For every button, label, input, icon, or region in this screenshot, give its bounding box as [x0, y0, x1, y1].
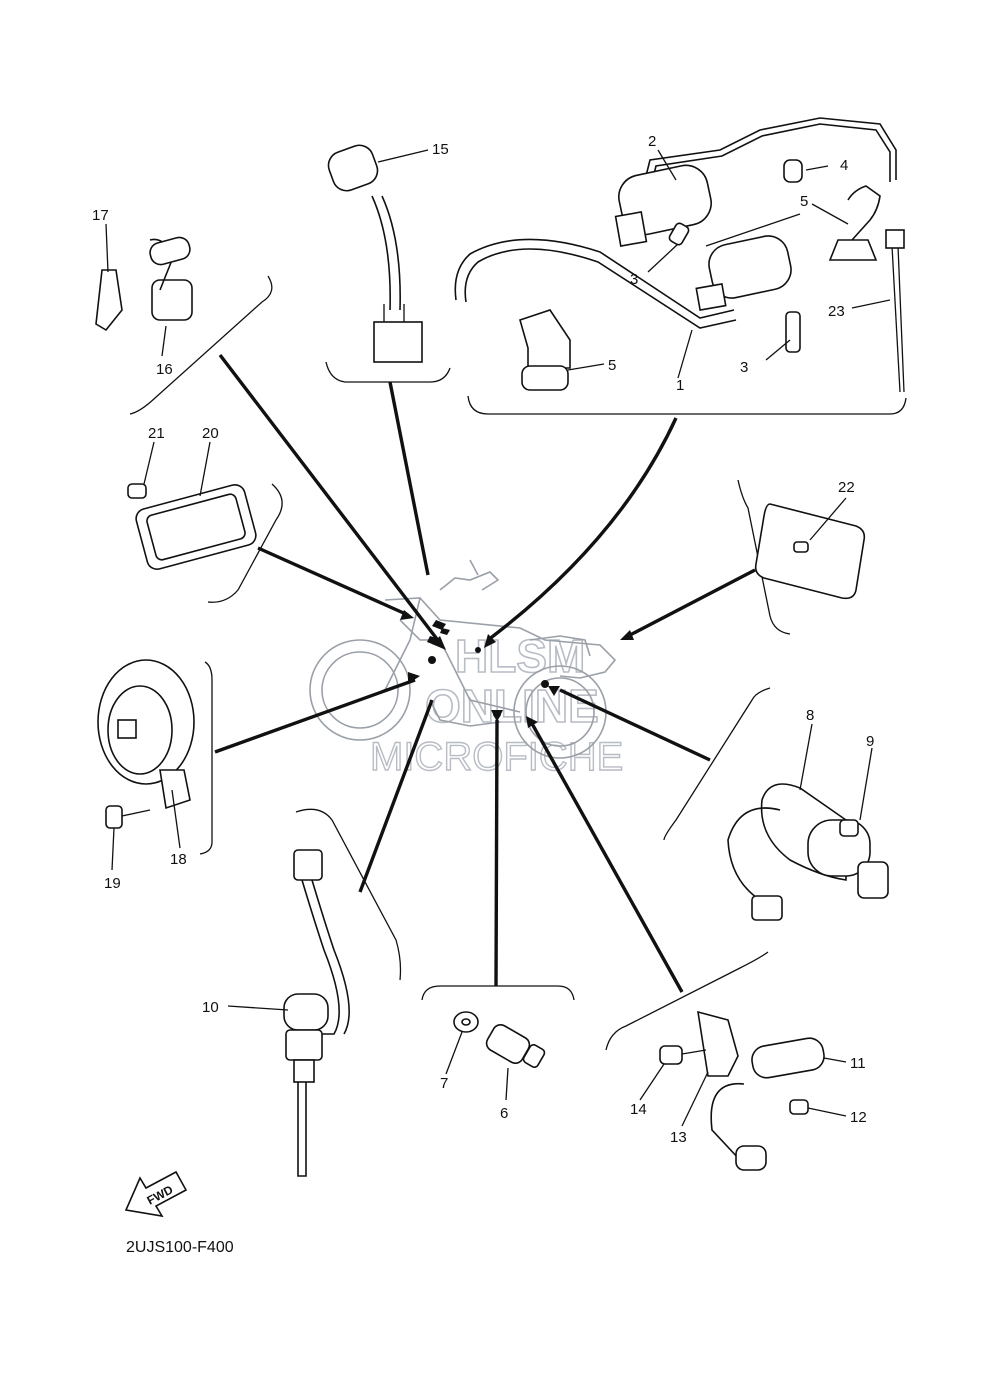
- callout-3-upper: 3: [630, 271, 638, 288]
- callout-6: 6: [500, 1105, 508, 1122]
- callout-19: 19: [104, 875, 121, 892]
- callout-numbers: 1 2 3 3 4 5 5 6 7 8 9 10 11 12 13 14 15 …: [92, 133, 874, 1146]
- callout-23: 23: [828, 303, 845, 320]
- callout-13: 13: [670, 1129, 687, 1146]
- brake-switch-15: [327, 144, 423, 363]
- callout-21: 21: [148, 425, 165, 442]
- diagram-code: 2UJS100-F400: [126, 1239, 234, 1256]
- callout-5-lower: 5: [608, 357, 616, 374]
- callout-9: 9: [866, 733, 874, 750]
- fwd-arrow-icon: FWD: [124, 1170, 188, 1218]
- switch-6-7: [453, 1011, 546, 1068]
- callout-2: 2: [648, 133, 656, 150]
- callout-20: 20: [202, 425, 219, 442]
- callout-17: 17: [92, 207, 109, 224]
- switch-11-14: [659, 1010, 825, 1171]
- callout-leaders: [105, 149, 891, 1127]
- callout-10: 10: [202, 999, 219, 1016]
- reflector-20-21: [127, 483, 257, 570]
- callout-8: 8: [806, 707, 814, 724]
- leader-lines: [129, 275, 907, 1051]
- callout-14: 14: [630, 1101, 647, 1118]
- main-switch-8-9: [727, 783, 889, 921]
- relay-16-17: [95, 236, 193, 332]
- watermark-line2: ONLINE: [425, 680, 599, 732]
- callout-22: 22: [838, 479, 855, 496]
- ignition-coil-assembly: [454, 117, 905, 393]
- watermark-line1: HLSM: [455, 630, 585, 682]
- callout-12: 12: [850, 1109, 867, 1126]
- reflector-22: [754, 503, 866, 600]
- callout-5-upper: 5: [800, 193, 808, 210]
- callout-18: 18: [170, 851, 187, 868]
- callout-16: 16: [156, 361, 173, 378]
- callout-1: 1: [676, 377, 684, 394]
- callout-3-lower: 3: [740, 359, 748, 376]
- sensor-10: [283, 849, 350, 1177]
- callout-4: 4: [840, 157, 848, 174]
- arrow-heads: [400, 610, 634, 728]
- horn-18-19: [97, 659, 195, 829]
- callout-15: 15: [432, 141, 449, 158]
- callout-7: 7: [440, 1075, 448, 1092]
- callout-11: 11: [850, 1055, 866, 1072]
